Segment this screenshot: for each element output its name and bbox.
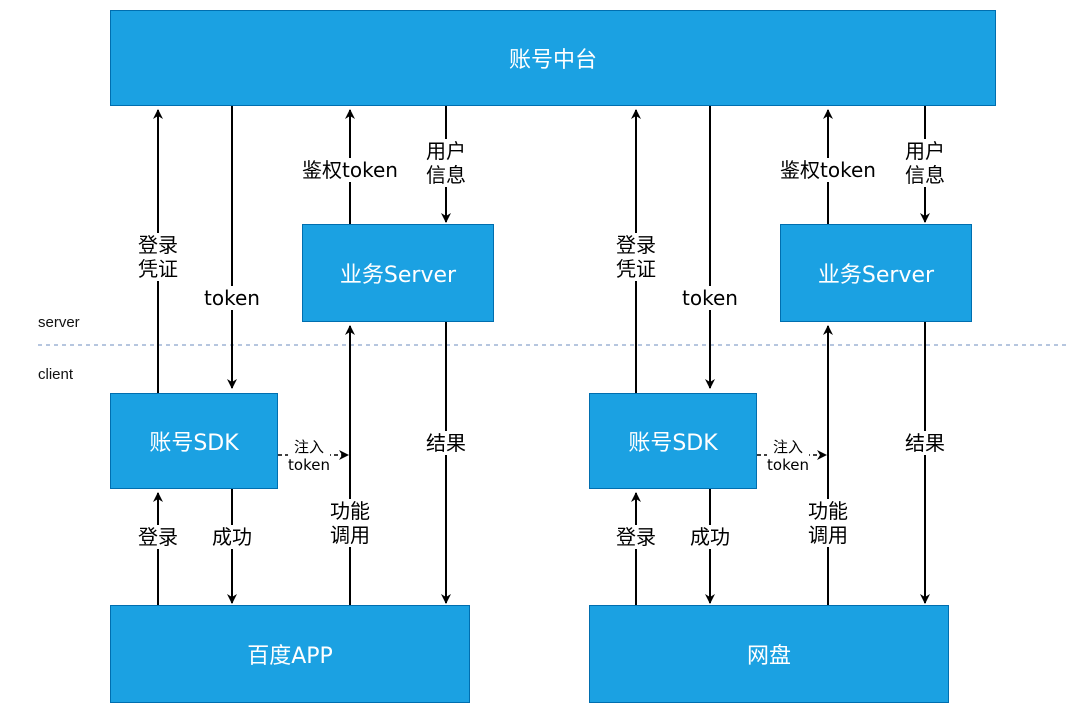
netdisk-box: 网盘 [589, 605, 949, 703]
baidu-app-box: 百度APP [110, 605, 470, 703]
label-user-info-left: 用户 信息 [426, 139, 466, 187]
label-login-right: 登录 [616, 525, 656, 549]
zone-label-server: server [38, 314, 80, 331]
label-login-credential-left: 登录 凭证 [138, 233, 178, 281]
label-inject-token-right: 注入 token [767, 438, 809, 474]
label-login-credential-right: 登录 凭证 [616, 233, 656, 281]
label-function-call-right: 功能 调用 [808, 499, 848, 547]
account-sdk-box-right: 账号SDK [589, 393, 757, 489]
label-result-left: 结果 [426, 431, 466, 455]
account-platform-box: 账号中台 [110, 10, 996, 106]
biz-server-box-right: 业务Server [780, 224, 972, 322]
label-success-right: 成功 [690, 525, 730, 549]
label-auth-token-right: 鉴权token [780, 158, 876, 182]
label-token-right: token [682, 286, 738, 310]
label-function-call-left: 功能 调用 [330, 499, 370, 547]
zone-label-client: client [38, 366, 74, 383]
label-login-left: 登录 [138, 525, 178, 549]
account-sdk-box-left: 账号SDK [110, 393, 278, 489]
label-inject-token-left: 注入 token [288, 438, 330, 474]
label-success-left: 成功 [212, 525, 252, 549]
label-auth-token-left: 鉴权token [302, 158, 398, 182]
label-result-right: 结果 [905, 431, 945, 455]
label-token-left: token [204, 286, 260, 310]
biz-server-box-left: 业务Server [302, 224, 494, 322]
label-user-info-right: 用户 信息 [905, 139, 945, 187]
